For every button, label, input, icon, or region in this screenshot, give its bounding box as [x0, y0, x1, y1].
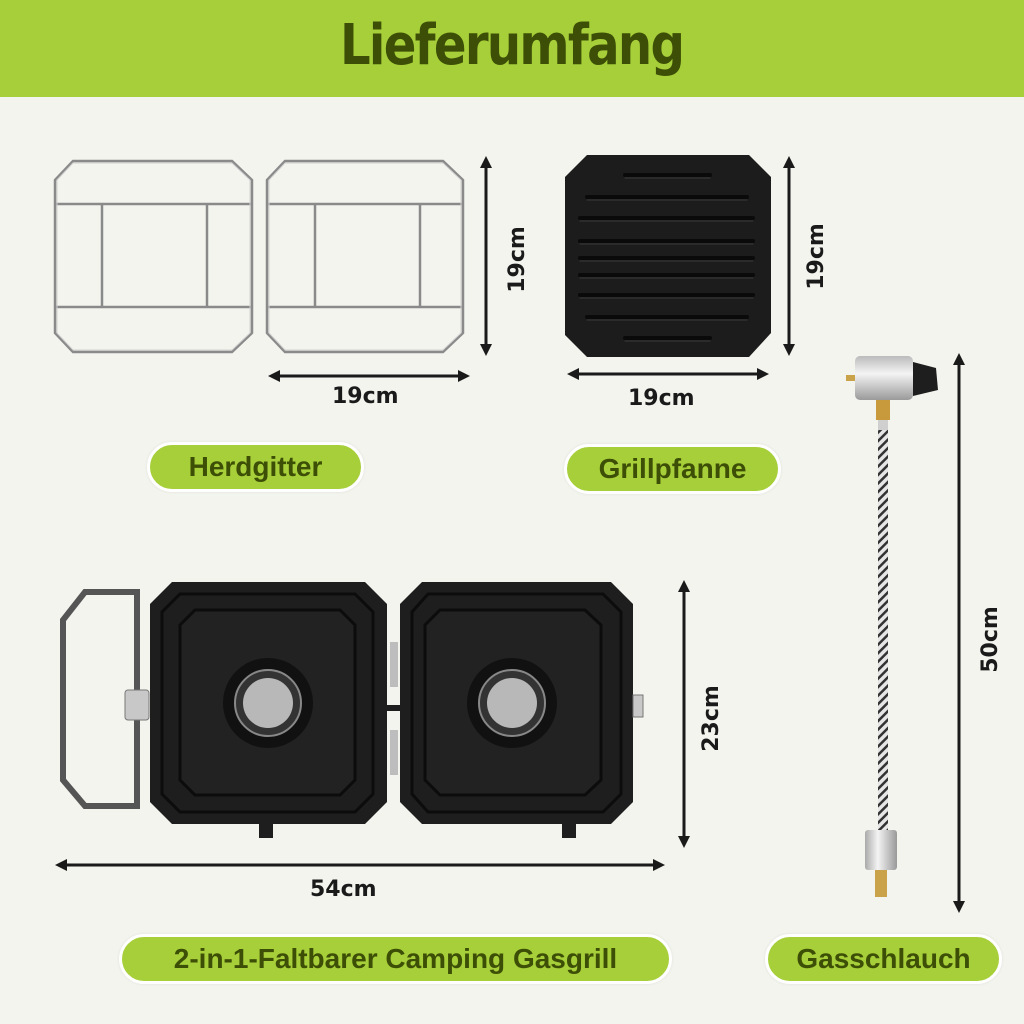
- page-title: Lieferumfang: [340, 13, 685, 78]
- gasschlauch-label: Gasschlauch: [765, 934, 1002, 984]
- gasgrill-height-label: 23cm: [698, 685, 724, 752]
- dimension-arrow-horizontal: [567, 368, 769, 380]
- dimension-arrow-horizontal: [55, 859, 665, 871]
- dimension-arrow-vertical: [783, 156, 795, 356]
- gasgrill-label: 2-in-1-Faltbarer Camping Gasgrill: [119, 934, 672, 984]
- grillpfanne-width-label: 19cm: [628, 386, 695, 411]
- dimension-arrow-vertical: [678, 580, 690, 848]
- herdgitter-width-label: 19cm: [332, 384, 399, 409]
- grillpfanne-label: Grillpfanne: [564, 444, 781, 494]
- herdgitter-height-label: 19cm: [504, 226, 530, 293]
- gasgrill-width-label: 54cm: [310, 877, 377, 902]
- gasschlauch-hose-icon: [846, 356, 938, 897]
- herdgitter-label: Herdgitter: [147, 442, 364, 492]
- herdgitter-label-text: Herdgitter: [188, 451, 323, 482]
- gasschlauch-length-label: 50cm: [977, 606, 1003, 673]
- header-banner: Lieferumfang: [0, 0, 1024, 97]
- grillpfanne-label-text: Grillpfanne: [598, 453, 747, 484]
- grillpfanne-pan-icon: [565, 155, 771, 357]
- grillpfanne-height-label: 19cm: [803, 223, 829, 290]
- dimension-arrow-vertical: [480, 156, 492, 356]
- herdgitter-rack-icon: [53, 159, 465, 354]
- gasschlauch-label-text: Gasschlauch: [796, 943, 971, 974]
- dimension-arrow-vertical: [953, 353, 965, 913]
- gasgrill-label-text: 2-in-1-Faltbarer Camping Gasgrill: [173, 943, 618, 974]
- gasgrill-stove-icon: [60, 582, 644, 838]
- dimension-arrow-horizontal: [268, 370, 470, 382]
